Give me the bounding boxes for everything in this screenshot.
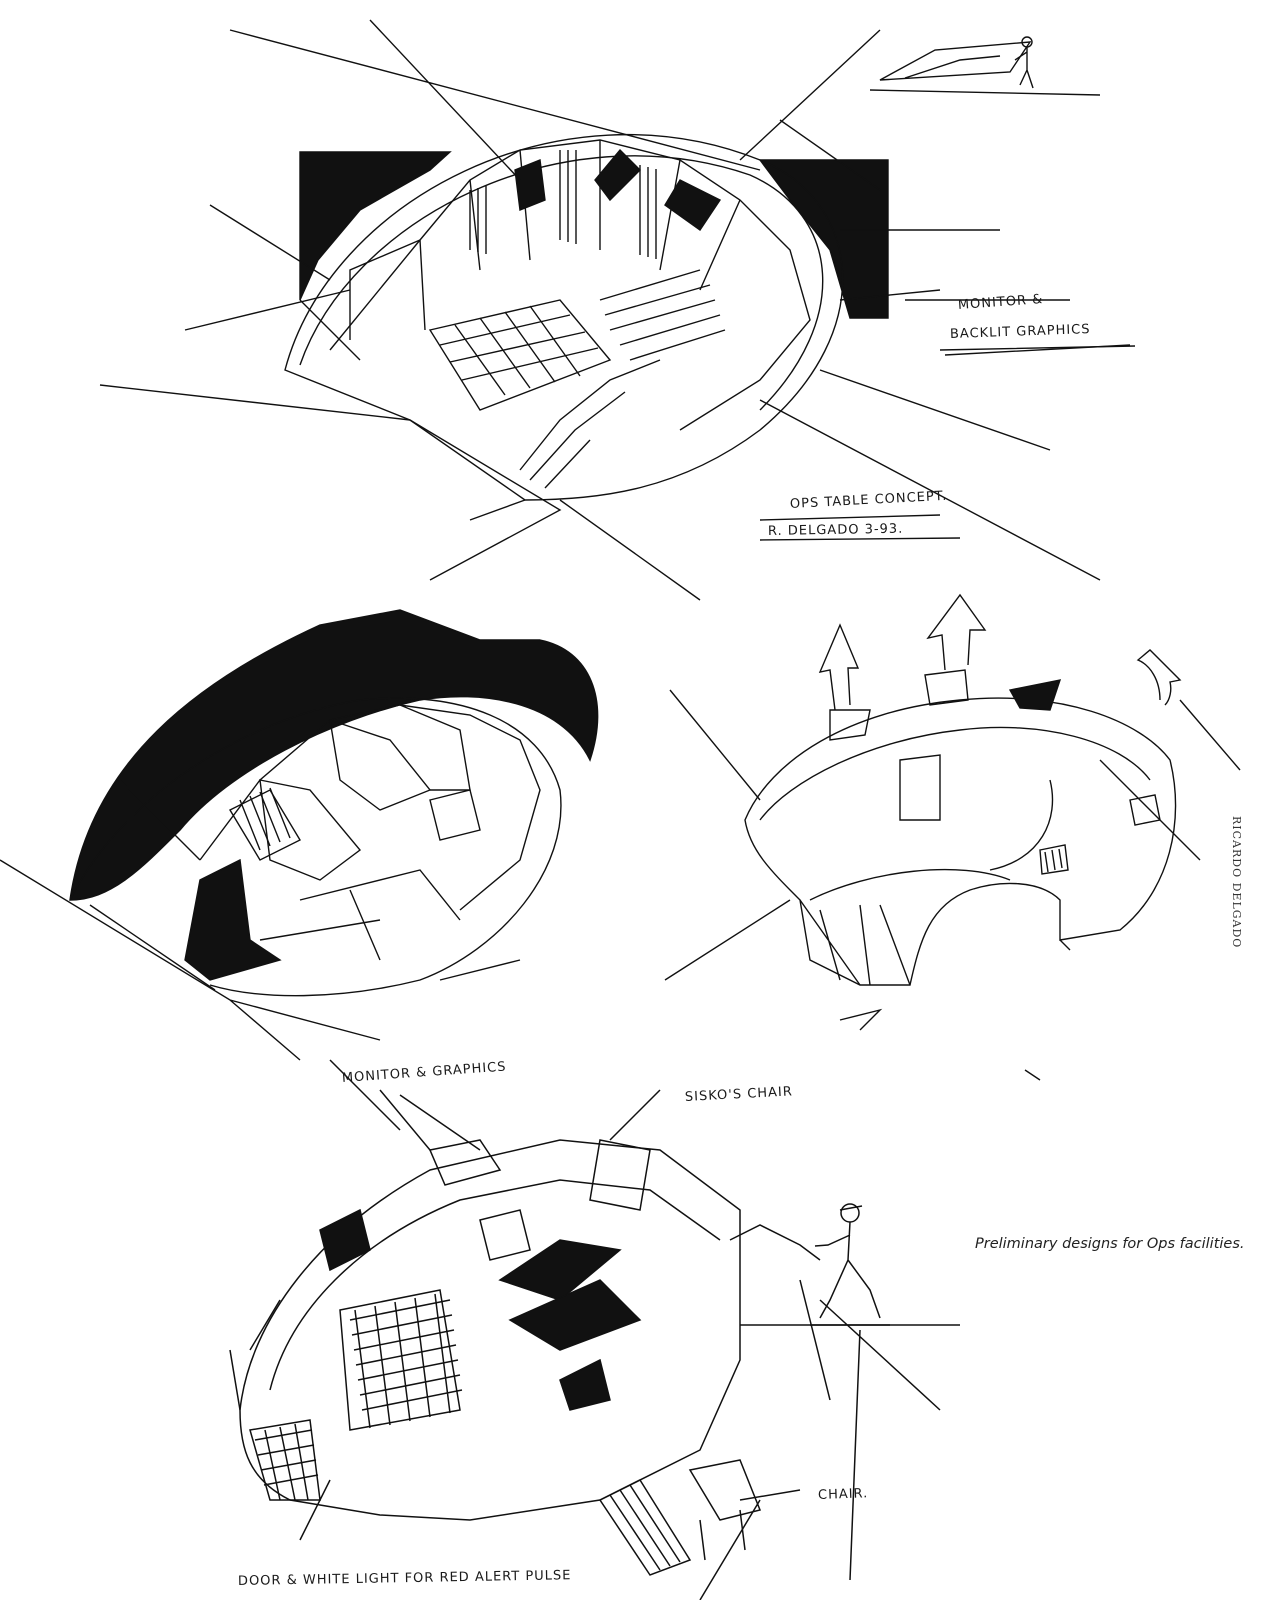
annotation-signature-date: R. DELGADO 3-93. (767, 521, 904, 539)
annotation-chair: CHAIR. (817, 1486, 869, 1503)
artist-credit: RICARDO DELGADO (1230, 816, 1250, 966)
artist-credit-text: RICARDO DELGADO (1230, 816, 1243, 949)
figure-caption: Preliminary designs for Ops facilities. (975, 1236, 1245, 1252)
